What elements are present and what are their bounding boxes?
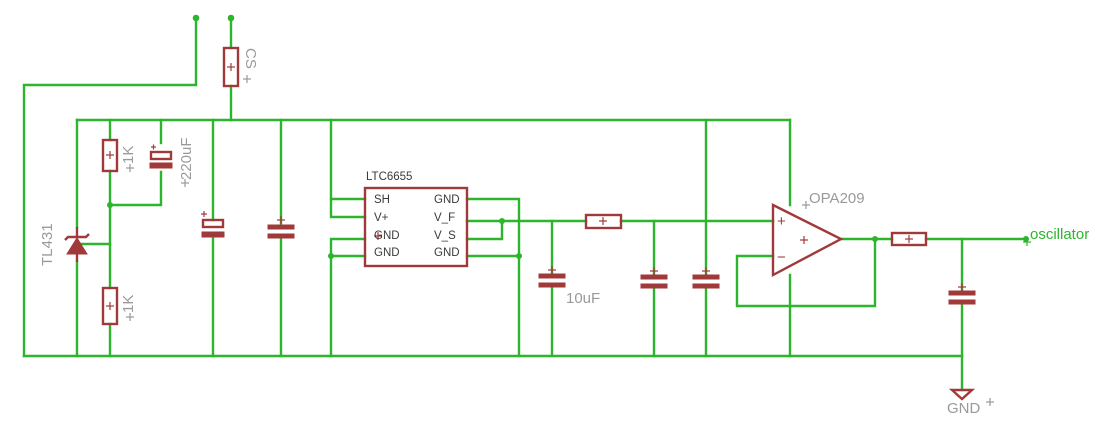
wire-220u-down [108,170,163,207]
label-oscillator: oscillator [1030,226,1089,243]
plus-mark [986,398,994,406]
capacitor-220uf [149,144,173,169]
capacitor-output [948,283,976,305]
wire-ic-vf-vs [465,219,504,241]
plus-mark [243,75,251,83]
ic-pin-gnd-l1: GND [374,230,400,242]
wire-ic-sh-vplus [329,118,367,219]
label-rtop: 1K [120,146,137,164]
junction-dot [516,253,522,259]
capacitor-10uf [538,266,566,288]
resistor-filter [584,213,623,230]
plus-mark [126,313,134,321]
wires [22,16,1028,392]
opamp [771,203,844,277]
wire-opamp-feedback [735,237,877,308]
ic-pin-sh: SH [374,194,390,206]
resistor-bottom [101,286,119,326]
ground-symbol [948,388,976,401]
label-10uf: 10uF [566,290,600,307]
output-terminal [1023,236,1029,242]
capacitor-c4 [640,267,668,289]
opamp-pin-noninv: + [777,213,786,230]
label-tl431: TL431 [39,223,56,266]
ic-pin-vf: V_F [434,212,455,224]
plus-mark [181,179,189,187]
ic-pin-gnd-l2: GND [374,247,400,259]
junction-dot [328,253,334,259]
junction-dot [872,236,878,242]
junctions [107,14,1029,259]
plus-mark [126,164,134,172]
label-ltc6655: LTC6655 [366,171,412,183]
ic-pin-vplus: V+ [374,212,389,224]
label-220uf: 220uF [178,137,195,180]
resistor-top [101,138,119,173]
wire-ic-gnd-right [465,197,521,358]
opamp-pin-inv: − [777,249,786,266]
label-rbottom: 1K [120,295,137,313]
ic-pin-gnd-r1: GND [434,194,460,206]
label-gnd: GND [947,400,981,417]
junction-dot [107,202,113,208]
plus-mark [1023,238,1031,246]
plus-mark [802,201,810,209]
resistor-output [890,231,928,247]
input-terminal-right [227,14,235,22]
label-cs: CS [242,48,259,69]
wire-input-left [22,16,198,358]
capacitor-c2 [267,216,295,239]
junction-dot [499,218,505,224]
capacitor-c5 [692,267,720,289]
input-terminal-left [192,14,200,22]
wire-ic-gnd-left [329,237,367,358]
resistor-cs [222,46,240,88]
ic-pin-gnd-r2: GND [434,247,460,259]
label-opa209: OPA209 [809,190,865,207]
ic-pin-vs: V_S [434,230,456,242]
capacitor-c1 [201,211,225,238]
reference-ic [363,186,469,268]
shunt-reference [64,227,90,262]
